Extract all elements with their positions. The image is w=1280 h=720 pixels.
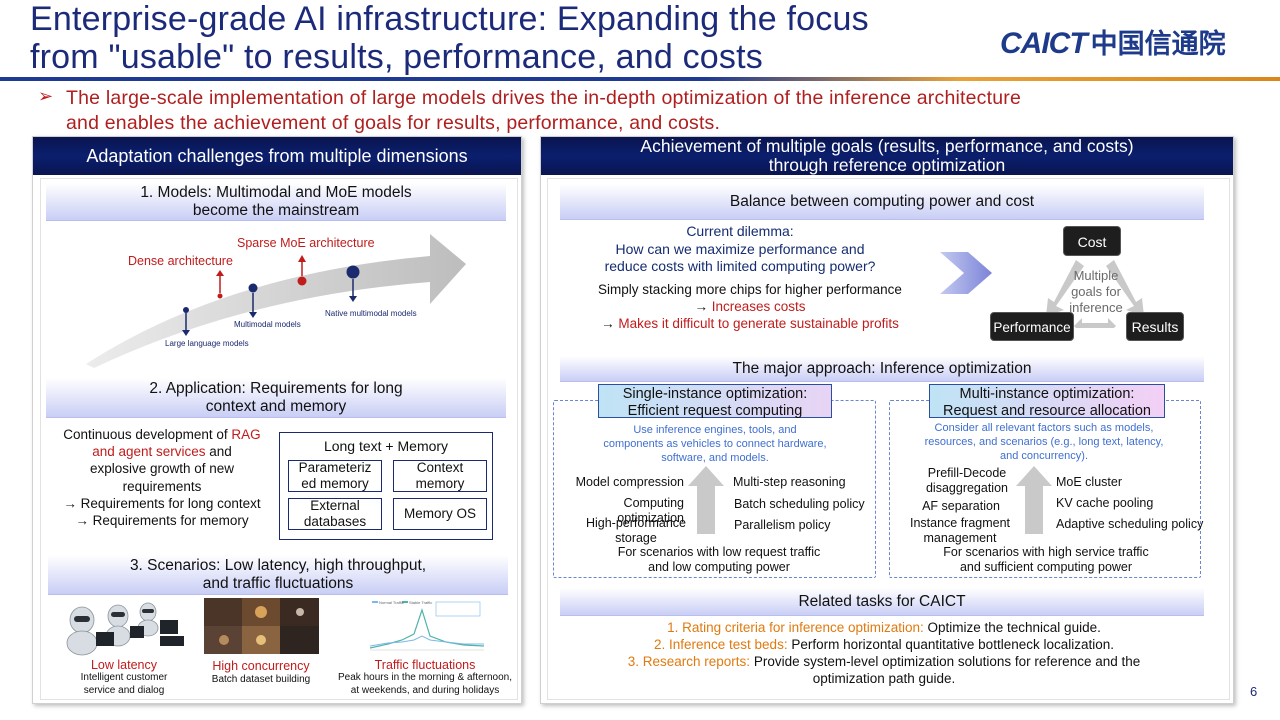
native-multimodal-marker [346, 265, 360, 302]
memory-box: Long text + Memory [279, 432, 493, 540]
scenario-low-latency-title: Low latency [90, 658, 157, 672]
label-sparse-moe: Sparse MoE architecture [237, 236, 375, 250]
single-instance-up-arrow [688, 466, 724, 534]
scenario-high-concurrency-desc: Batch dataset building [211, 674, 311, 685]
single-instance-footer: For scenarios with low request traffic a… [617, 545, 821, 574]
multi-tech-moe-cluster: MoE cluster [1056, 475, 1122, 489]
goals-center-label: Multiple goals for inference [1069, 268, 1123, 315]
multimodal-marker [248, 283, 258, 318]
page-title: Enterprise-grade AI infrastructure: Expa… [30, 0, 970, 76]
multi-tech-fragment-mgmt: Instance fragment management [909, 516, 1011, 545]
balance-section-title: Balance between computing power and cost [560, 184, 1204, 220]
node-results: Results [1126, 312, 1184, 341]
robot-agents-image [60, 598, 190, 656]
title-divider [0, 77, 1280, 81]
scenario-high-concurrency-title: High concurrency [212, 659, 310, 673]
traffic-chart-legend-1: Normal Traffic [379, 600, 404, 605]
tasks-list: 1. Rating criteria for inference optimiz… [556, 619, 1212, 687]
scenario-traffic-title: Traffic fluctuations [374, 658, 476, 672]
task-3-cont: optimization path guide. [812, 671, 956, 686]
title-line-2: from "usable" to results, performance, a… [30, 38, 763, 76]
application-description: Continuous development of RAG and agent … [63, 427, 261, 529]
node-cost: Cost [1063, 226, 1121, 256]
batch-data-image [204, 598, 319, 654]
llm-marker [182, 307, 190, 336]
label-dense: Dense architecture [128, 254, 233, 268]
multi-instance-footer: For scenarios with high service traffic … [943, 545, 1149, 574]
single-tech-model-compression: Model compression [575, 475, 684, 489]
single-instance-desc: Use inference engines, tools, and compon… [603, 424, 827, 465]
left-panel-header: Adaptation challenges from multiple dime… [33, 137, 521, 175]
dense-marker [216, 270, 224, 299]
single-tech-computing-optimization: Computing optimization [617, 496, 684, 525]
multi-tech-af-separation: AF separation [922, 499, 1000, 513]
title-line-1: Enterprise-grade AI infrastructure: Expa… [30, 0, 869, 38]
label-native-multimodal: Native multimodal models [325, 309, 417, 318]
single-tech-storage: High-performance storage [585, 516, 687, 545]
multi-instance-tag: Multi-instance optimization: Request and… [929, 384, 1165, 419]
multi-instance-up-arrow [1016, 466, 1052, 534]
traffic-chart-thumbnail [368, 598, 486, 654]
scenario-traffic-desc: Peak hours in the morning & afternoon, a… [338, 672, 512, 696]
scenario-low-latency-desc: Intelligent customer service and dialog [80, 672, 168, 696]
logo-text-en: CAICT [1000, 27, 1088, 60]
model-evolution-diagram [86, 234, 466, 368]
chevron-right-icon [940, 252, 992, 294]
sparse-moe-marker [297, 255, 307, 286]
memory-box-title: Long text + Memory [323, 438, 449, 454]
memory-os-box: Memory OS [393, 498, 487, 530]
task-3: 3. Research reports: Provide system-leve… [627, 654, 1141, 669]
intro-statement: The large-scale implementation of large … [66, 86, 1236, 136]
goals-triangle-arrows [1046, 260, 1144, 328]
tasks-section-title: Related tasks for CAICT [560, 588, 1204, 616]
intro-line-1: The large-scale implementation of large … [66, 87, 1022, 109]
node-performance: Performance [990, 312, 1074, 341]
left-panel-body [40, 178, 518, 700]
single-tech-parallelism: Parallelism policy [734, 518, 831, 532]
multi-tech-adaptive-scheduling: Adaptive scheduling policy [1056, 517, 1204, 531]
right-panel-header: Achievement of multiple goals (results, … [541, 137, 1233, 175]
application-section-title: 2. Application: Requirements for long co… [46, 378, 506, 418]
multi-tech-kv-cache: KV cache pooling [1056, 496, 1154, 510]
bullet-arrow-icon: ➢ [38, 86, 54, 106]
dilemma-consequences: Simply stacking more chips for higher pe… [598, 282, 902, 331]
single-tech-multi-step: Multi-step reasoning [733, 475, 846, 489]
evolution-arrow-shape [86, 234, 466, 368]
models-section-title: 1. Models: Multimodal and MoE models bec… [46, 183, 506, 221]
traffic-chart-legend-2: Stable Traffic [409, 600, 433, 605]
multi-instance-desc: Consider all relevant factors such as mo… [924, 422, 1164, 463]
approach-section-title: The major approach: Inference optimizati… [560, 356, 1204, 382]
task-2: 2. Inference test beds: Perform horizont… [653, 637, 1115, 652]
multi-tech-pd-disaggregation: Prefill-Decode disaggregation [925, 466, 1008, 495]
right-panel-body [547, 178, 1230, 700]
label-multimodal: Multimodal models [234, 320, 301, 329]
intro-line-2: and enables the achievement of goals for… [66, 112, 721, 134]
page-number: 6 [1250, 684, 1258, 699]
task-1: 1. Rating criteria for inference optimiz… [667, 620, 1101, 635]
label-llm: Large language models [165, 339, 249, 348]
logo-text-cn: 中国信通院 [1090, 29, 1226, 60]
single-instance-tag: Single-instance optimization: Efficient … [598, 384, 832, 419]
single-tech-batch-scheduling: Batch scheduling policy [734, 497, 865, 511]
scenarios-section-title: 3. Scenarios: Low latency, high throughp… [48, 555, 508, 595]
dilemma-question: Current dilemma: How can we maximize per… [604, 223, 876, 274]
